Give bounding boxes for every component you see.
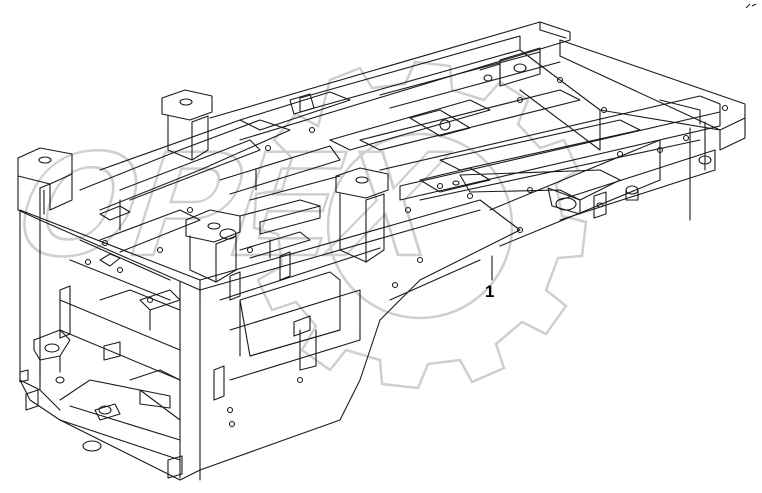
part-number-callout: 1: [485, 282, 495, 301]
corner-mark: [745, 3, 757, 9]
front-body: [19, 199, 521, 481]
center-tower: [335, 167, 389, 263]
bolt-holes: [84, 76, 729, 428]
watermark-gear: [252, 60, 588, 390]
inner-frame-details: [79, 119, 341, 259]
front-left-tower: [17, 147, 73, 221]
cross-members: [239, 47, 641, 215]
front-right-tower: [161, 89, 213, 161]
rear-frame-rails: [209, 21, 746, 247]
center-left-bracket: [185, 199, 321, 283]
